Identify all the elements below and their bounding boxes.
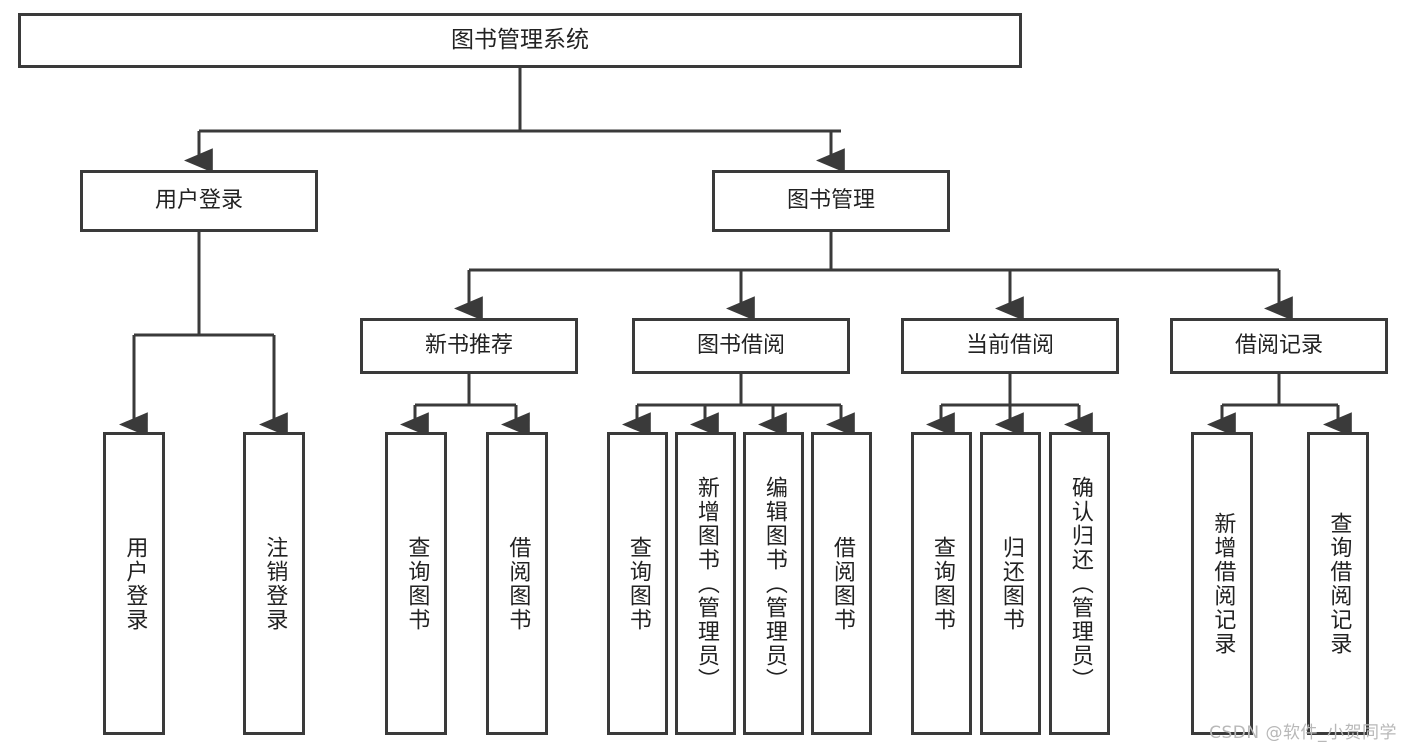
node-user-login[interactable]: 用户登录 [80,170,318,232]
node-leaf-borrow-book-1[interactable]: 借阅图书 [486,432,548,735]
node-leaf-borrow-book-2[interactable]: 借阅图书 [811,432,872,735]
node-leaf-confirm-return[interactable]: 确认归还（管理员） [1049,432,1110,735]
node-leaf-query-book-3[interactable]: 查询图书 [911,432,972,735]
node-leaf-edit-book[interactable]: 编辑图书（管理员） [743,432,804,735]
node-leaf-query-book-2[interactable]: 查询图书 [607,432,668,735]
node-leaf-add-book-label: 新增图书（管理员） [693,475,719,692]
node-book-manage-label: 图书管理 [786,187,875,213]
node-borrow-record[interactable]: 借阅记录 [1170,318,1388,374]
node-leaf-query-record[interactable]: 查询借阅记录 [1307,432,1369,735]
node-borrow-record-label: 借阅记录 [1234,332,1323,358]
node-leaf-return-book-label: 归还图书 [998,535,1024,632]
node-current-borrow[interactable]: 当前借阅 [901,318,1119,374]
node-user-login-label: 用户登录 [154,187,243,213]
node-current-borrow-label: 当前借阅 [965,332,1054,358]
node-book-borrow[interactable]: 图书借阅 [632,318,850,374]
node-leaf-add-book[interactable]: 新增图书（管理员） [675,432,736,735]
node-leaf-add-record[interactable]: 新增借阅记录 [1191,432,1253,735]
node-book-borrow-label: 图书借阅 [696,332,785,358]
node-leaf-borrow-book-1-label: 借阅图书 [505,535,531,632]
node-leaf-query-record-label: 查询借阅记录 [1326,511,1352,656]
node-root[interactable]: 图书管理系统 [18,13,1022,68]
node-leaf-edit-book-label: 编辑图书（管理员） [761,475,787,692]
node-root-label: 图书管理系统 [451,26,589,53]
node-leaf-query-book-2-label: 查询图书 [625,535,651,632]
node-new-book-recommend[interactable]: 新书推荐 [360,318,578,374]
node-leaf-query-book-1-label: 查询图书 [404,535,430,632]
node-leaf-return-book[interactable]: 归还图书 [980,432,1041,735]
node-leaf-query-book-3-label: 查询图书 [929,535,955,632]
node-leaf-user-login-label: 用户登录 [122,535,148,632]
node-leaf-user-logout[interactable]: 注销登录 [243,432,305,735]
node-leaf-user-login[interactable]: 用户登录 [103,432,165,735]
node-leaf-add-record-label: 新增借阅记录 [1210,511,1236,656]
node-leaf-user-logout-label: 注销登录 [262,535,288,632]
node-new-book-recommend-label: 新书推荐 [424,332,513,358]
node-leaf-query-book-1[interactable]: 查询图书 [385,432,447,735]
node-book-manage[interactable]: 图书管理 [712,170,950,232]
node-leaf-confirm-return-label: 确认归还（管理员） [1067,475,1093,692]
watermark-csdn: CSDN @软件_小贺同学 [1209,723,1397,743]
node-leaf-borrow-book-2-label: 借阅图书 [829,535,855,632]
